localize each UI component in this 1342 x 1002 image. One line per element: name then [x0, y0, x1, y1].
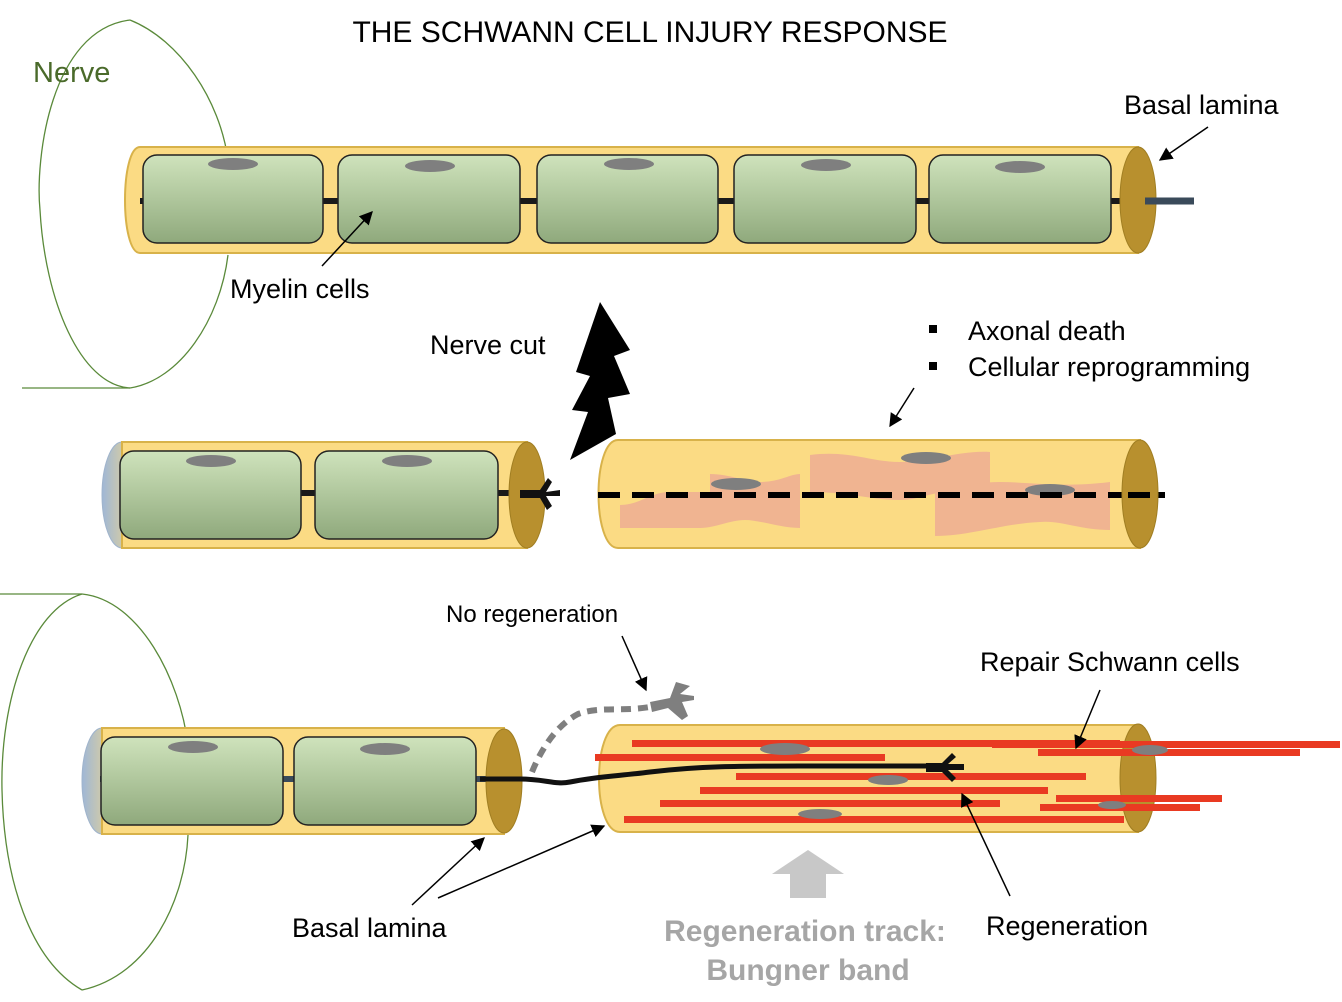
arrow: [889, 387, 915, 428]
nucleus: [360, 743, 410, 755]
nerve-label: Nerve: [33, 57, 110, 89]
arrow: [411, 837, 485, 906]
myelin-cell: [100, 736, 284, 826]
growth-cone-icon: [650, 682, 694, 720]
nucleus: [604, 158, 654, 170]
arrow: [621, 635, 648, 692]
nucleus: [1098, 801, 1126, 809]
myelin-cell: [337, 154, 521, 244]
degenerating-schwann-cell: [810, 451, 990, 500]
myelin-cell: [733, 154, 917, 244]
repair-cell: [1038, 749, 1300, 756]
tube-end-cap: [1119, 723, 1157, 833]
nucleus: [382, 455, 432, 467]
myelin-cell: [314, 450, 499, 540]
regeneration-label: Regeneration: [986, 911, 1148, 941]
nucleus: [801, 159, 851, 171]
failed-regeneration-path: [529, 704, 651, 774]
nucleus: [1025, 484, 1075, 496]
nucleus: [186, 455, 236, 467]
repair-cell: [700, 787, 1048, 794]
myelin-cell: [119, 450, 302, 540]
myelin-cells-label: Myelin cells: [230, 274, 370, 304]
nucleus: [711, 478, 761, 490]
intact-nerve-fiber: [124, 146, 1194, 254]
repair-cell: [992, 741, 1340, 748]
myelin-cell: [293, 736, 477, 826]
nerve-outline-top: [22, 19, 229, 389]
bungner-band-label: Bungner band: [706, 954, 909, 987]
repair-cell: [660, 800, 1000, 807]
arrow: [321, 211, 373, 267]
repair-schwann-cells-label: Repair Schwann cells: [980, 647, 1240, 677]
distal-stump-middle: [597, 439, 1165, 549]
bullet-axonal-death: Axonal death: [968, 316, 1126, 346]
arrow: [961, 792, 1011, 897]
regenerating-axon: [480, 763, 930, 786]
nucleus: [405, 160, 455, 172]
repair-cell: [624, 816, 1124, 823]
growth-cone-icon: [926, 753, 964, 782]
myelin-cell: [142, 154, 324, 244]
nucleus: [901, 452, 951, 464]
nucleus: [1132, 745, 1168, 755]
proximal-stump-bottom: [81, 727, 523, 835]
lightning-bolt-icon: [570, 302, 630, 460]
repair-cell: [736, 773, 1086, 780]
basal-lamina-label-bottom: Basal lamina: [292, 913, 448, 943]
nucleus: [760, 743, 810, 755]
nerve-cut-label: Nerve cut: [430, 330, 546, 360]
growth-cone-icon: [520, 478, 560, 510]
up-arrow-icon: [772, 850, 844, 898]
square-bullet-icon: [929, 325, 937, 333]
basal-lamina-label-top: Basal lamina: [1124, 90, 1280, 120]
bullet-cellular-reprogramming: Cellular reprogramming: [968, 352, 1250, 382]
regeneration-track-label: Regeneration track:: [664, 915, 946, 948]
repair-cell: [632, 740, 1120, 747]
arrow: [1158, 126, 1209, 161]
proximal-stump-middle: [101, 441, 560, 549]
nerve-outline-bottom: [0, 593, 189, 991]
distal-stump-bottom: [595, 723, 1340, 833]
square-bullet-icon: [929, 362, 937, 370]
repair-cell: [595, 754, 885, 761]
nucleus: [798, 809, 842, 819]
repair-cell: [1056, 795, 1222, 802]
nucleus: [208, 158, 258, 170]
arrow: [1074, 689, 1101, 750]
arrow: [437, 824, 606, 899]
myelin-cell: [536, 154, 719, 244]
no-regeneration-label: No regeneration: [446, 601, 618, 628]
nucleus: [168, 741, 218, 753]
diagram-title: THE SCHWANN CELL INJURY RESPONSE: [352, 16, 947, 49]
nucleus: [868, 775, 908, 785]
myelin-cell: [928, 154, 1112, 244]
nucleus: [995, 161, 1045, 173]
